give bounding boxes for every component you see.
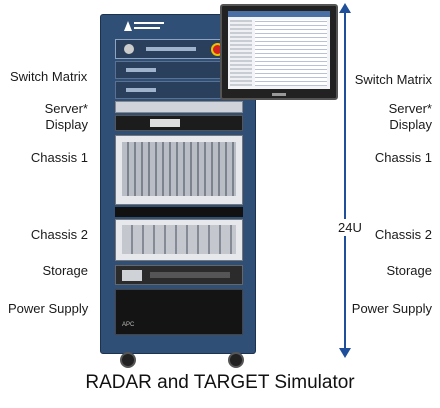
screen-titlebar <box>228 11 330 17</box>
caster-left-icon <box>120 352 136 368</box>
chassis-1-slots <box>122 142 236 196</box>
chassis-2-slots <box>122 225 236 254</box>
left-label-storage: Storage <box>42 263 88 278</box>
switch-matrix-badge <box>146 47 196 51</box>
height-arrow-head-up <box>339 3 351 13</box>
switch-matrix-unit-2 <box>115 61 243 79</box>
left-label-chassis-1: Chassis 1 <box>30 150 88 165</box>
figure-caption: RADAR and TARGET Simulator <box>85 372 355 393</box>
chassis-2-unit <box>115 219 243 261</box>
kvm-badge <box>150 119 180 127</box>
right-label-server: Server* <box>388 101 432 116</box>
ni-logo-mark <box>124 21 164 31</box>
rack-cabinet: APC <box>100 14 256 354</box>
left-label-power-supply: Power Supply <box>8 301 89 316</box>
ups-brand-label: APC <box>122 322 135 328</box>
height-arrow-head-down <box>339 348 351 358</box>
right-label-switch-matrix: Switch Matrix <box>354 72 432 87</box>
rack-height-label: 24U <box>338 219 362 236</box>
storage-drive-bay <box>122 270 142 281</box>
unit-badge <box>126 68 156 72</box>
left-label-chassis-2: Chassis 2 <box>30 227 88 242</box>
screen-grid-pane <box>255 20 327 86</box>
monitor-brand-badge <box>272 93 286 96</box>
ni-logo <box>123 19 165 33</box>
left-label-server: Server* <box>44 101 88 116</box>
left-label-switch-matrix: Switch Matrix <box>10 69 88 84</box>
monitor-screen <box>228 11 330 89</box>
storage-vents <box>150 272 230 278</box>
kvm-display-unit <box>115 115 243 131</box>
right-label-chassis-2: Chassis 2 <box>374 227 432 242</box>
chassis-1-unit <box>115 135 243 205</box>
storage-unit <box>115 265 243 285</box>
server-unit <box>115 101 243 113</box>
right-label-display: Display <box>389 117 432 132</box>
height-arrow-line <box>344 10 346 350</box>
touch-monitor <box>220 4 338 100</box>
blank-panel <box>115 207 243 217</box>
power-supply-unit: APC <box>115 289 243 335</box>
screen-tree-pane <box>230 20 252 86</box>
caster-right-icon <box>228 352 244 368</box>
right-label-power-supply: Power Supply <box>351 301 432 316</box>
power-knob-icon <box>124 44 134 54</box>
right-label-chassis-1: Chassis 1 <box>374 150 432 165</box>
left-label-display: Display <box>45 117 88 132</box>
right-label-storage: Storage <box>386 263 432 278</box>
unit-badge <box>126 88 156 92</box>
